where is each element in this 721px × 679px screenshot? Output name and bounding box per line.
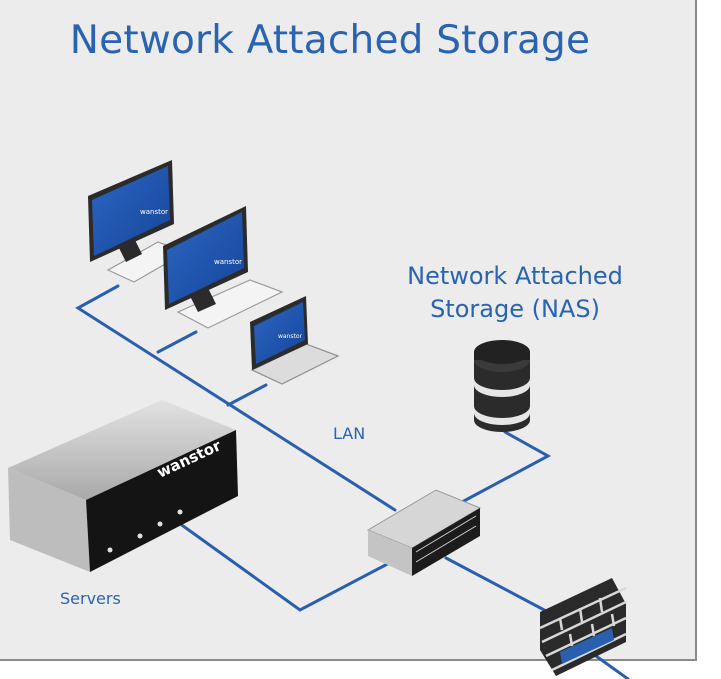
keyboard-icon [176,279,284,329]
desktop-monitor-icon [92,166,170,256]
switch-left-face [368,530,412,576]
monitor-brand-2: wanstor [214,258,242,266]
network-switch [366,489,482,576]
firewall [539,578,627,676]
server-top [8,400,236,500]
monitor-brand-1: wanstor [140,208,168,216]
nas-storage-device [474,340,530,432]
server-chassis-icon [86,430,238,572]
lan-cables [75,284,630,679]
servers-label: Servers [60,589,121,608]
desktop-monitor-icon [167,212,244,304]
laptop-brand: wanstor [278,333,303,340]
cable-server [170,516,397,612]
cable-firewall [444,556,550,614]
laptop-computer: wanstor [250,296,340,385]
cable-nas [460,430,552,504]
page-title: Network Attached Storage [69,18,591,63]
nas-label: Network Attached Storage (NAS) [380,260,650,326]
firewall-badge [560,628,614,664]
cable-firewall-out [594,654,630,679]
desktop-computer-2: wanstor [163,206,284,329]
cable-desktop-1 [75,284,397,512]
laptop-icon [254,302,305,364]
lan-label: LAN [333,424,366,443]
server-left-face [8,468,90,572]
cable-desktop-2 [156,330,198,354]
nas-label-line-2: Storage (NAS) [430,295,600,323]
nas-label-line-1: Network Attached [407,262,623,290]
desktop-computer-1: wanstor [88,160,188,283]
cable-laptop [226,383,268,407]
server-chassis: wanstor [8,400,238,572]
network-switch-icon [412,508,480,576]
